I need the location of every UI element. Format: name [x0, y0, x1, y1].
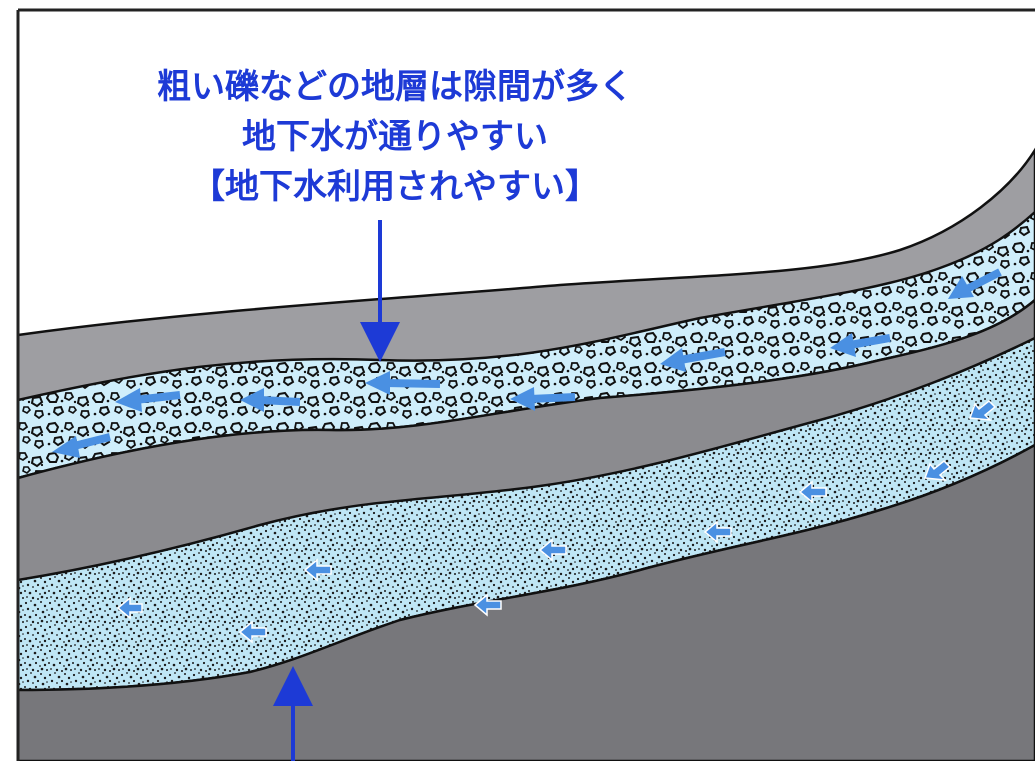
gravel-flow-arrow — [530, 397, 575, 399]
gravel-flow-arrow — [260, 400, 300, 402]
gravel-flow-arrow — [385, 383, 440, 384]
caption-line-1: 粗い礫などの地層は隙間が多く — [120, 70, 670, 104]
gravel-flow-arrow — [135, 395, 180, 400]
caption-line-3: 【地下水利用されやすい】 — [120, 170, 670, 204]
caption-line-2: 地下水が通りやすい — [120, 120, 670, 154]
